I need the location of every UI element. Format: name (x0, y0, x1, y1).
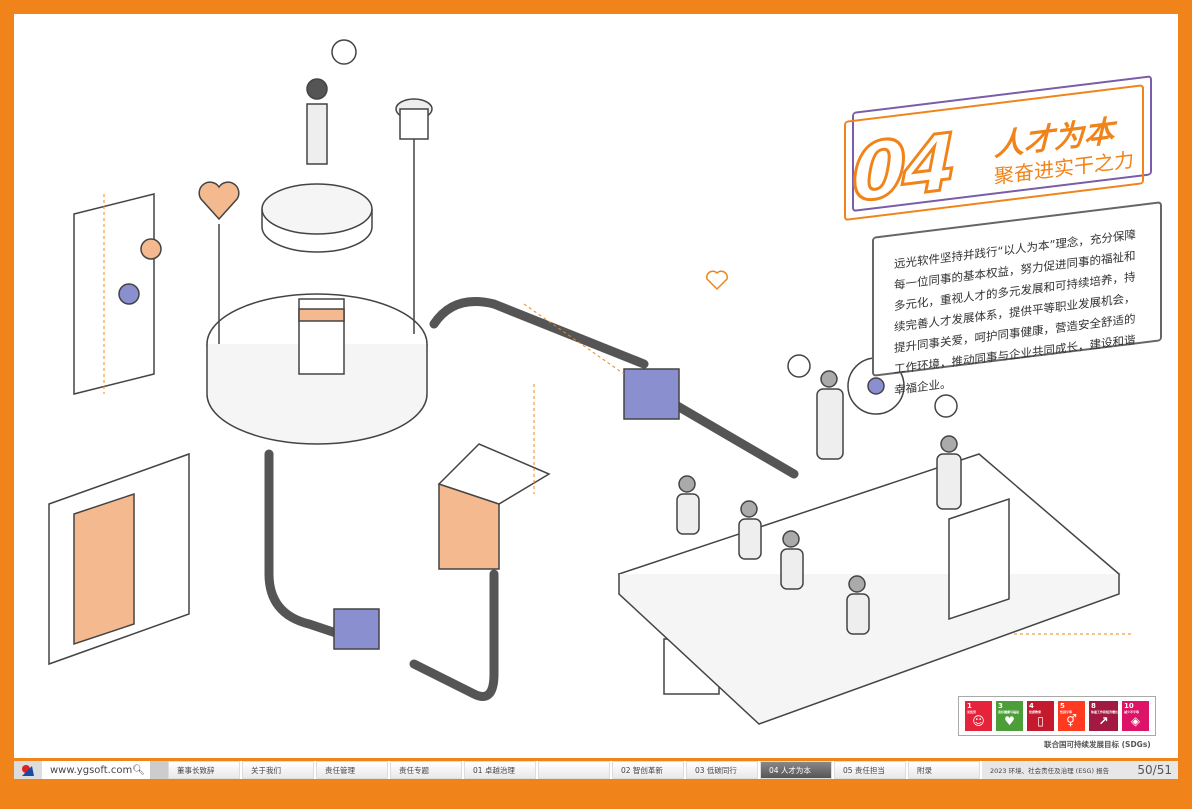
equality-icon: ◈ (1130, 714, 1141, 728)
website-search[interactable]: www.ygsoft.com🔍︎ (42, 761, 150, 779)
growth-chart-icon: ↗ (1098, 714, 1109, 728)
nav-responsibility-topics[interactable]: 责任专题 (390, 761, 462, 779)
sdg-number: 4 (1029, 702, 1034, 710)
nav-blank[interactable] (538, 761, 610, 779)
sdg-number: 10 (1124, 702, 1134, 710)
nav-05-responsibility[interactable]: 05 责任担当 (834, 761, 906, 779)
bottom-navigation: www.ygsoft.com🔍︎ 董事长致辞 关于我们 责任管理 责任专题 01… (14, 761, 1178, 779)
sdg-number: 5 (1060, 702, 1065, 710)
sdg-label: 性别平等 (1060, 710, 1073, 714)
nav-appendix[interactable]: 附录 (908, 761, 980, 779)
sdg-label: 优质教育 (1029, 710, 1042, 714)
family-icon: ☺ (972, 714, 985, 728)
isometric-illustration (48, 39, 1134, 725)
sdg-number: 3 (998, 702, 1003, 710)
sdg-caption: 联合国可持续发展目标 (SDGs) (1044, 740, 1151, 749)
gender-icon: ⚥ (1066, 714, 1077, 728)
sdg-number: 8 (1091, 702, 1096, 710)
report-info: 2023 环境、社会责任及治理 (ESG) 报告 50/51 (982, 761, 1178, 779)
book-icon: ▯ (1037, 714, 1044, 728)
nav-responsibility-management[interactable]: 责任管理 (316, 761, 388, 779)
nav-spacer (150, 761, 168, 779)
nav-chairman-message[interactable]: 董事长致辞 (168, 761, 240, 779)
nav-02-innovation[interactable]: 02 智创革新 (612, 761, 684, 779)
sdg-number: 1 (967, 702, 972, 710)
company-logo[interactable] (14, 761, 42, 779)
section-number: 04 (851, 116, 955, 221)
report-page: 04 人才为本 聚奋进实干之力 远光软件坚持并践行“以人为本”理念，充分保障每一… (14, 14, 1178, 758)
nav-about-us[interactable]: 关于我们 (242, 761, 314, 779)
intro-text: 远光软件坚持并践行“以人为本”理念，充分保障每一位同事的基本权益，努力促进同事的… (894, 227, 1136, 398)
nav-03-low-carbon[interactable]: 03 低碳同行 (686, 761, 758, 779)
sdg-label: 无贫穷 (967, 710, 977, 714)
page-number: 50/51 (1137, 763, 1172, 777)
search-icon[interactable]: 🔍︎ (132, 764, 145, 776)
sdg-label: 体面工作和经济增长 (1091, 710, 1119, 714)
nav-01-governance[interactable]: 01 卓越治理 (464, 761, 536, 779)
sdg-label: 良好健康与福祉 (998, 710, 1020, 714)
report-title: 2023 环境、社会责任及治理 (ESG) 报告 (990, 767, 1110, 775)
website-link[interactable]: www.ygsoft.com (50, 764, 133, 776)
heartbeat-icon: ♥ (1004, 714, 1015, 728)
sdg-label: 减少不平等 (1124, 710, 1140, 714)
nav-04-talent[interactable]: 04 人才为本 (760, 761, 832, 779)
